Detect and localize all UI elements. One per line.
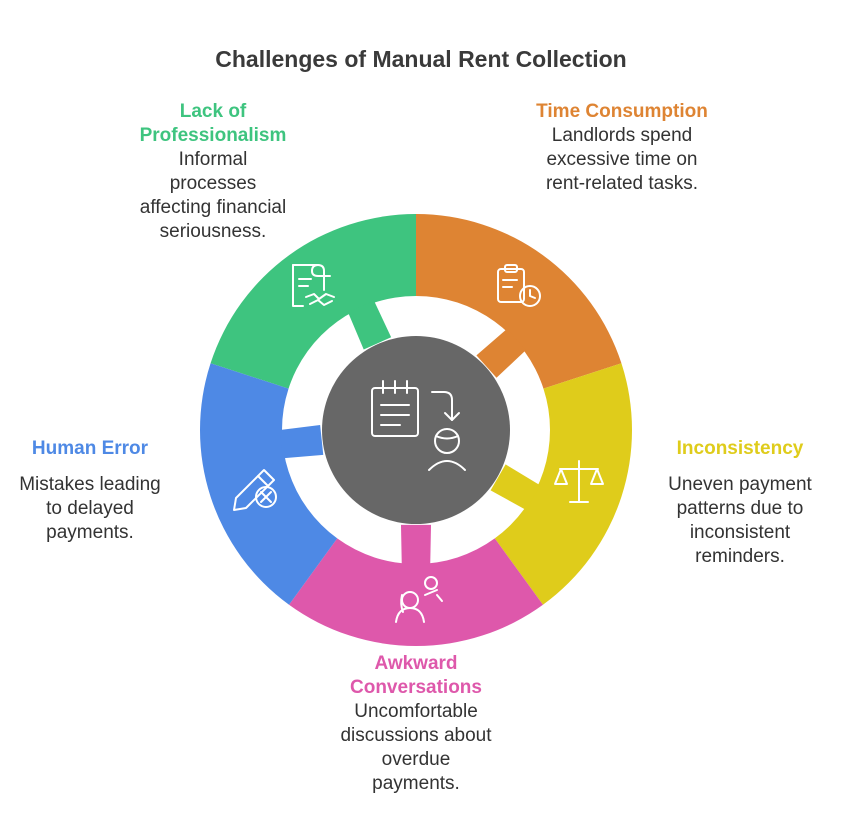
- ring-connector-professionalism: [348, 300, 392, 350]
- callout-lack-of-professionalism: Lack of Professionalism Informal process…: [113, 100, 313, 244]
- callout-awkward-conversations: Awkward Conversations Uncomfortable disc…: [316, 652, 516, 796]
- callout-description: Uneven payment patterns due to inconsist…: [668, 474, 812, 567]
- callout-heading: Lack of Professionalism: [139, 101, 287, 146]
- callout-description: Uncomfortable discussions about overdue …: [340, 701, 492, 794]
- ring-connector-time: [476, 328, 527, 378]
- callout-heading: Awkward Conversations: [350, 653, 482, 698]
- callout-heading: Time Consumption: [536, 101, 708, 122]
- callout-time-consumption: Time Consumption Landlords spend excessi…: [522, 100, 722, 196]
- center-circle: [322, 336, 510, 524]
- ring-segment-awkward: [289, 538, 543, 646]
- callout-description: Informal processes affecting financial s…: [139, 149, 287, 242]
- pencil-error-icon: [233, 469, 277, 511]
- ring-connector-awkward: [400, 524, 432, 566]
- balance-scale-icon: [554, 460, 604, 503]
- callout-description: Landlords spend excessive time on rent-r…: [545, 125, 699, 194]
- contract-handshake-icon: [292, 264, 335, 307]
- callout-human-error: Human Error Mistakes leading to delayed …: [0, 437, 180, 545]
- checklist-handoff-person-icon: [371, 380, 466, 471]
- two-people-talking-icon: [395, 576, 443, 623]
- clipboard-clock-icon: [497, 264, 541, 307]
- callout-heading: Human Error: [31, 438, 149, 459]
- ring-connector-inconsistency: [490, 464, 541, 510]
- callout-inconsistency: Inconsistency Uneven payment patterns du…: [640, 437, 840, 569]
- diagram-title: Challenges of Manual Rent Collection: [215, 46, 627, 72]
- callout-heading: Inconsistency: [676, 438, 804, 459]
- callout-description: Mistakes leading to delayed payments.: [19, 474, 161, 543]
- ring-connector-human-error: [280, 424, 324, 459]
